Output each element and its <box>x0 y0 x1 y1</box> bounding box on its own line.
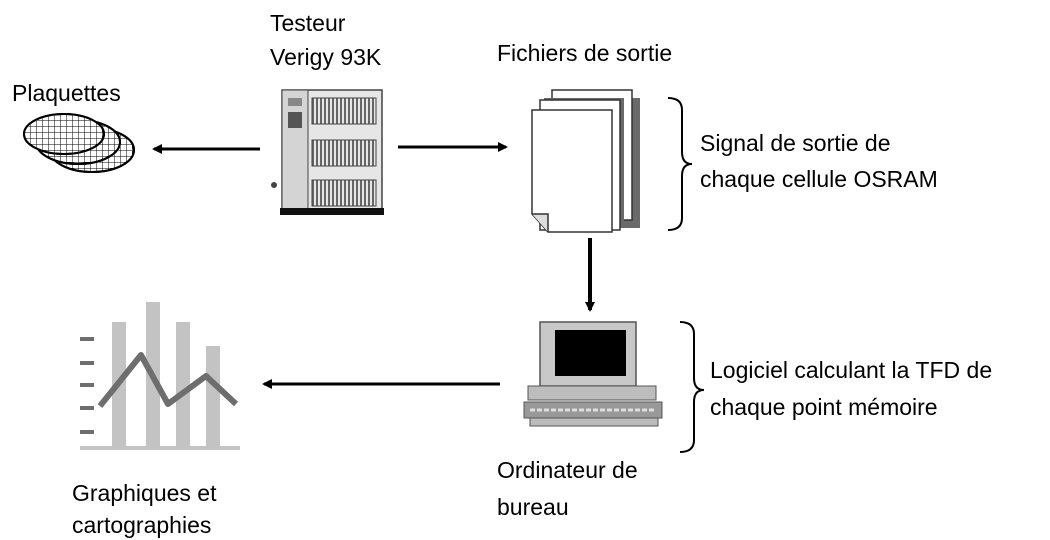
output-files-label: Fichiers de sortie <box>497 40 673 66</box>
signal-label-line1: Signal de sortie de <box>700 130 891 156</box>
signal-label-line2: chaque cellule OSRAM <box>700 166 938 192</box>
software-label-line1: Logiciel calculant la TFD de <box>710 357 993 383</box>
computer-label-line1: Ordinateur de <box>497 457 638 483</box>
brace-signal <box>667 97 693 231</box>
software-label-line2: chaque point mémoire <box>710 394 938 420</box>
tester-label-line2: Verigy 93K <box>270 44 382 70</box>
graphs-label-line1: Graphiques et <box>72 480 217 506</box>
document-stack-icon <box>531 89 640 233</box>
tester-cabinet-icon <box>271 89 384 215</box>
computer-label-line2: bureau <box>497 494 569 520</box>
brace-software <box>679 321 705 453</box>
wafers-label: Plaquettes <box>12 80 121 106</box>
wafer-stack-icon <box>23 113 135 173</box>
bar-line-chart-icon <box>80 302 240 450</box>
graphs-label-line2: cartographies <box>72 512 212 538</box>
tester-label-line1: Testeur <box>270 10 346 36</box>
desktop-computer-icon <box>523 321 663 427</box>
